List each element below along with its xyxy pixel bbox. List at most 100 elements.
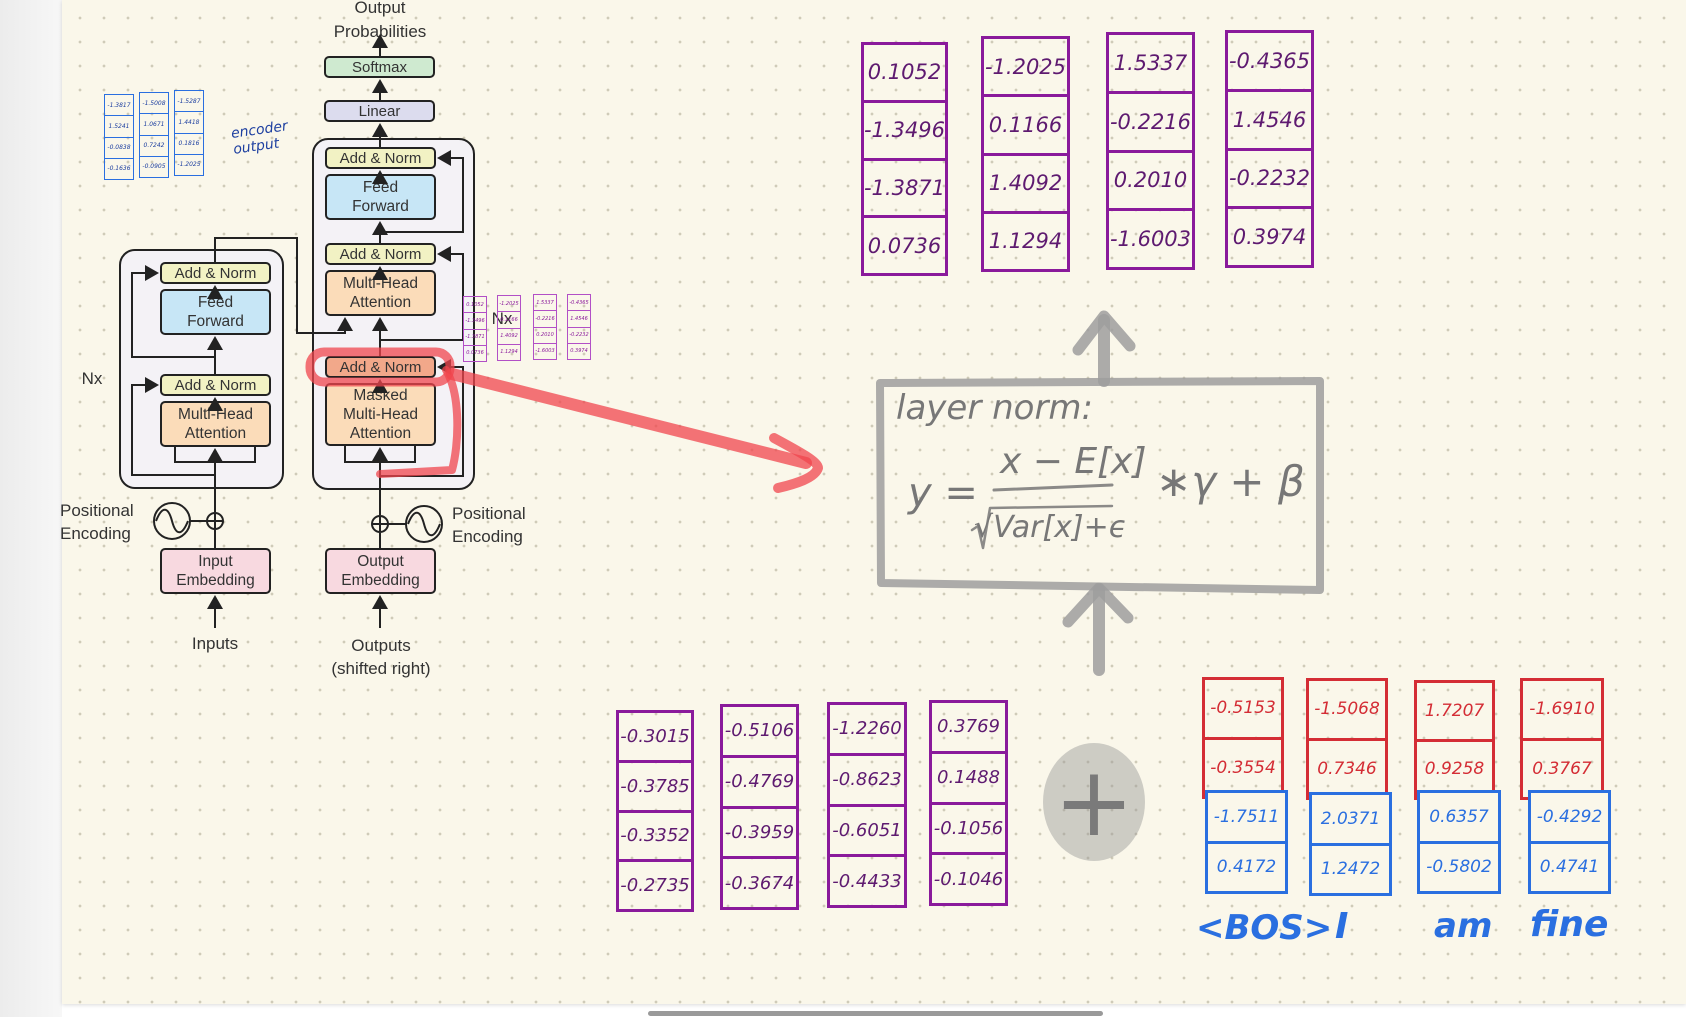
matrix-cell: -0.3785 <box>619 763 691 813</box>
formula-y: y = <box>908 470 978 516</box>
matrix-cell: 1.2472 <box>1320 859 1381 880</box>
matrix-cell: 1.5337 <box>1109 35 1192 94</box>
matrix-cell: -1.3496 <box>864 103 945 161</box>
matrix-cell: -1.6910 <box>1523 681 1601 741</box>
decoder-positional-encoding-label: Positional Encoding <box>452 504 526 546</box>
token-label-i: I <box>1335 906 1349 947</box>
matrix-column: -0.4365 1.4546 -0.2232 0.3974 <box>1225 30 1314 268</box>
encoder-multi-head-attention: Multi-Head Attention <box>160 401 271 447</box>
token-label-fine: fine <box>1530 904 1609 945</box>
decoder-add-norm-mid: Add & Norm <box>325 243 436 265</box>
embedding-blue-column: -1.7511 0.4172 <box>1205 790 1288 894</box>
matrix-cell: -1.6003 <box>1109 227 1192 252</box>
matrix-cell: 1.4546 <box>1228 92 1311 151</box>
embedding-red-column: 1.7207 0.9258 <box>1414 680 1495 800</box>
embedding-blue-column: -0.4292 0.4741 <box>1528 790 1611 894</box>
plus-sign-circle <box>1043 743 1145 861</box>
linear-block: Linear <box>324 100 435 122</box>
matrix-cell: -1.5068 <box>1309 681 1385 741</box>
embedding-red-column: -0.5153 -0.3554 <box>1202 677 1284 799</box>
matrix-cell: 0.2010 <box>1109 153 1192 212</box>
matrix-cell: -0.4292 <box>1531 793 1608 844</box>
plus-sign: + <box>1053 746 1135 858</box>
formula-denominator: √Var[x]+ϵ <box>974 510 1128 545</box>
input-embedding: Input Embedding <box>160 548 271 594</box>
matrix-cell: -0.1056 <box>932 805 1005 856</box>
matrix-column: -0.5106 -0.4769 -0.3959 -0.3674 <box>720 704 799 910</box>
matrix-cell: -0.3674 <box>724 872 795 894</box>
matrix-cell: 0.0736 <box>867 233 942 258</box>
matrix-cell: -0.3352 <box>619 813 691 863</box>
decoder-feed-forward: Feed Forward <box>325 174 436 220</box>
embedding-blue-column: 0.6357 -0.5802 <box>1417 790 1501 894</box>
encoder-positional-encoding-label: Positional Encoding <box>60 501 134 543</box>
matrix-cell: 1.1294 <box>988 229 1063 254</box>
matrix-cell: -0.2735 <box>620 875 690 897</box>
decoder-nx-label: Nx <box>491 309 513 328</box>
matrix-column: 0.1052 -1.3496 -1.3871 0.0736 <box>861 42 948 276</box>
matrix-cell: 0.3767 <box>1532 758 1592 779</box>
matrix-cell: 0.1488 <box>932 754 1005 805</box>
matrix-cell: 0.3769 <box>932 703 1005 754</box>
embedding-red-column: -1.6910 0.3767 <box>1520 678 1604 800</box>
token-label-bos: <BOS> <box>1196 908 1333 948</box>
matrix-cell: -0.1046 <box>933 868 1004 890</box>
matrix-cell: -0.3015 <box>619 713 691 763</box>
inputs-label: Inputs <box>191 634 239 653</box>
matrix-cell: 0.1052 <box>864 45 945 103</box>
embedding-red-column: -1.5068 0.7346 <box>1306 678 1388 800</box>
output-embedding: Output Embedding <box>325 548 436 594</box>
matrix-cell: 0.9258 <box>1424 759 1485 780</box>
matrix-cell: 0.3974 <box>1232 225 1307 250</box>
formula-gamma-beta: ∗γ + β <box>1156 457 1305 506</box>
matrix-cell: -0.4433 <box>832 870 902 892</box>
matrix-cell: 1.4092 <box>984 156 1067 214</box>
matrix-cell: -0.2216 <box>1109 94 1192 153</box>
matrix-column: -1.2025 0.1166 1.4092 1.1294 <box>981 36 1070 272</box>
matrix-cell: -1.7511 <box>1208 793 1285 844</box>
encoder-nx-label: Nx <box>81 369 103 388</box>
matrix-cell: 0.4172 <box>1216 857 1277 878</box>
encoder-feed-forward: Feed Forward <box>160 289 271 335</box>
matrix-cell: -0.8623 <box>830 756 904 807</box>
matrix-column: 1.5337 -0.2216 0.2010 -1.6003 <box>1106 32 1195 270</box>
matrix-cell: -0.3959 <box>723 809 796 860</box>
matrix-cell: 0.6357 <box>1420 793 1498 844</box>
matrix-cell: -0.4365 <box>1228 33 1311 92</box>
horizontal-scrollbar[interactable] <box>648 1011 1103 1016</box>
outputs-label: Outputs (shifted right) <box>331 636 431 678</box>
softmax-block: Softmax <box>324 56 435 78</box>
matrix-column: -0.3015 -0.3785 -0.3352 -0.2735 <box>616 710 694 912</box>
matrix-cell: 0.7346 <box>1317 758 1377 779</box>
matrix-cell: 1.7207 <box>1417 683 1492 742</box>
matrix-cell: -0.2232 <box>1228 151 1311 210</box>
matrix-cell: 0.1166 <box>984 97 1067 156</box>
window-edge-right <box>1686 0 1705 1017</box>
matrix-cell: -1.3871 <box>864 161 945 219</box>
matrix-cell: -0.5802 <box>1426 857 1492 878</box>
matrix-cell: -0.3554 <box>1210 757 1276 778</box>
matrix-cell: -0.6051 <box>830 807 904 858</box>
window-edge-left <box>0 0 62 1017</box>
embedding-blue-column: 2.0371 1.2472 <box>1309 792 1392 896</box>
matrix-cell: 0.4741 <box>1539 857 1600 878</box>
decoder-add-norm-bottom: Add & Norm <box>325 356 436 378</box>
matrix-cell: 2.0371 <box>1312 795 1389 846</box>
matrix-cell: -1.2025 <box>984 39 1067 98</box>
output-probabilities-label: Output Probabilities <box>333 0 427 41</box>
matrix-cell: -0.5153 <box>1205 680 1281 740</box>
formula-numerator: x − E[x] <box>1000 441 1147 482</box>
decoder-masked-attention: Masked Multi-Head Attention <box>325 383 436 446</box>
matrix-cell: -0.4769 <box>723 758 796 809</box>
layer-norm-title: layer norm: <box>896 388 1094 428</box>
matrix-column: 0.3769 0.1488 -0.1056 -0.1046 <box>929 700 1008 906</box>
token-label-am: am <box>1434 906 1493 946</box>
encoder-add-norm-top: Add & Norm <box>160 262 271 284</box>
